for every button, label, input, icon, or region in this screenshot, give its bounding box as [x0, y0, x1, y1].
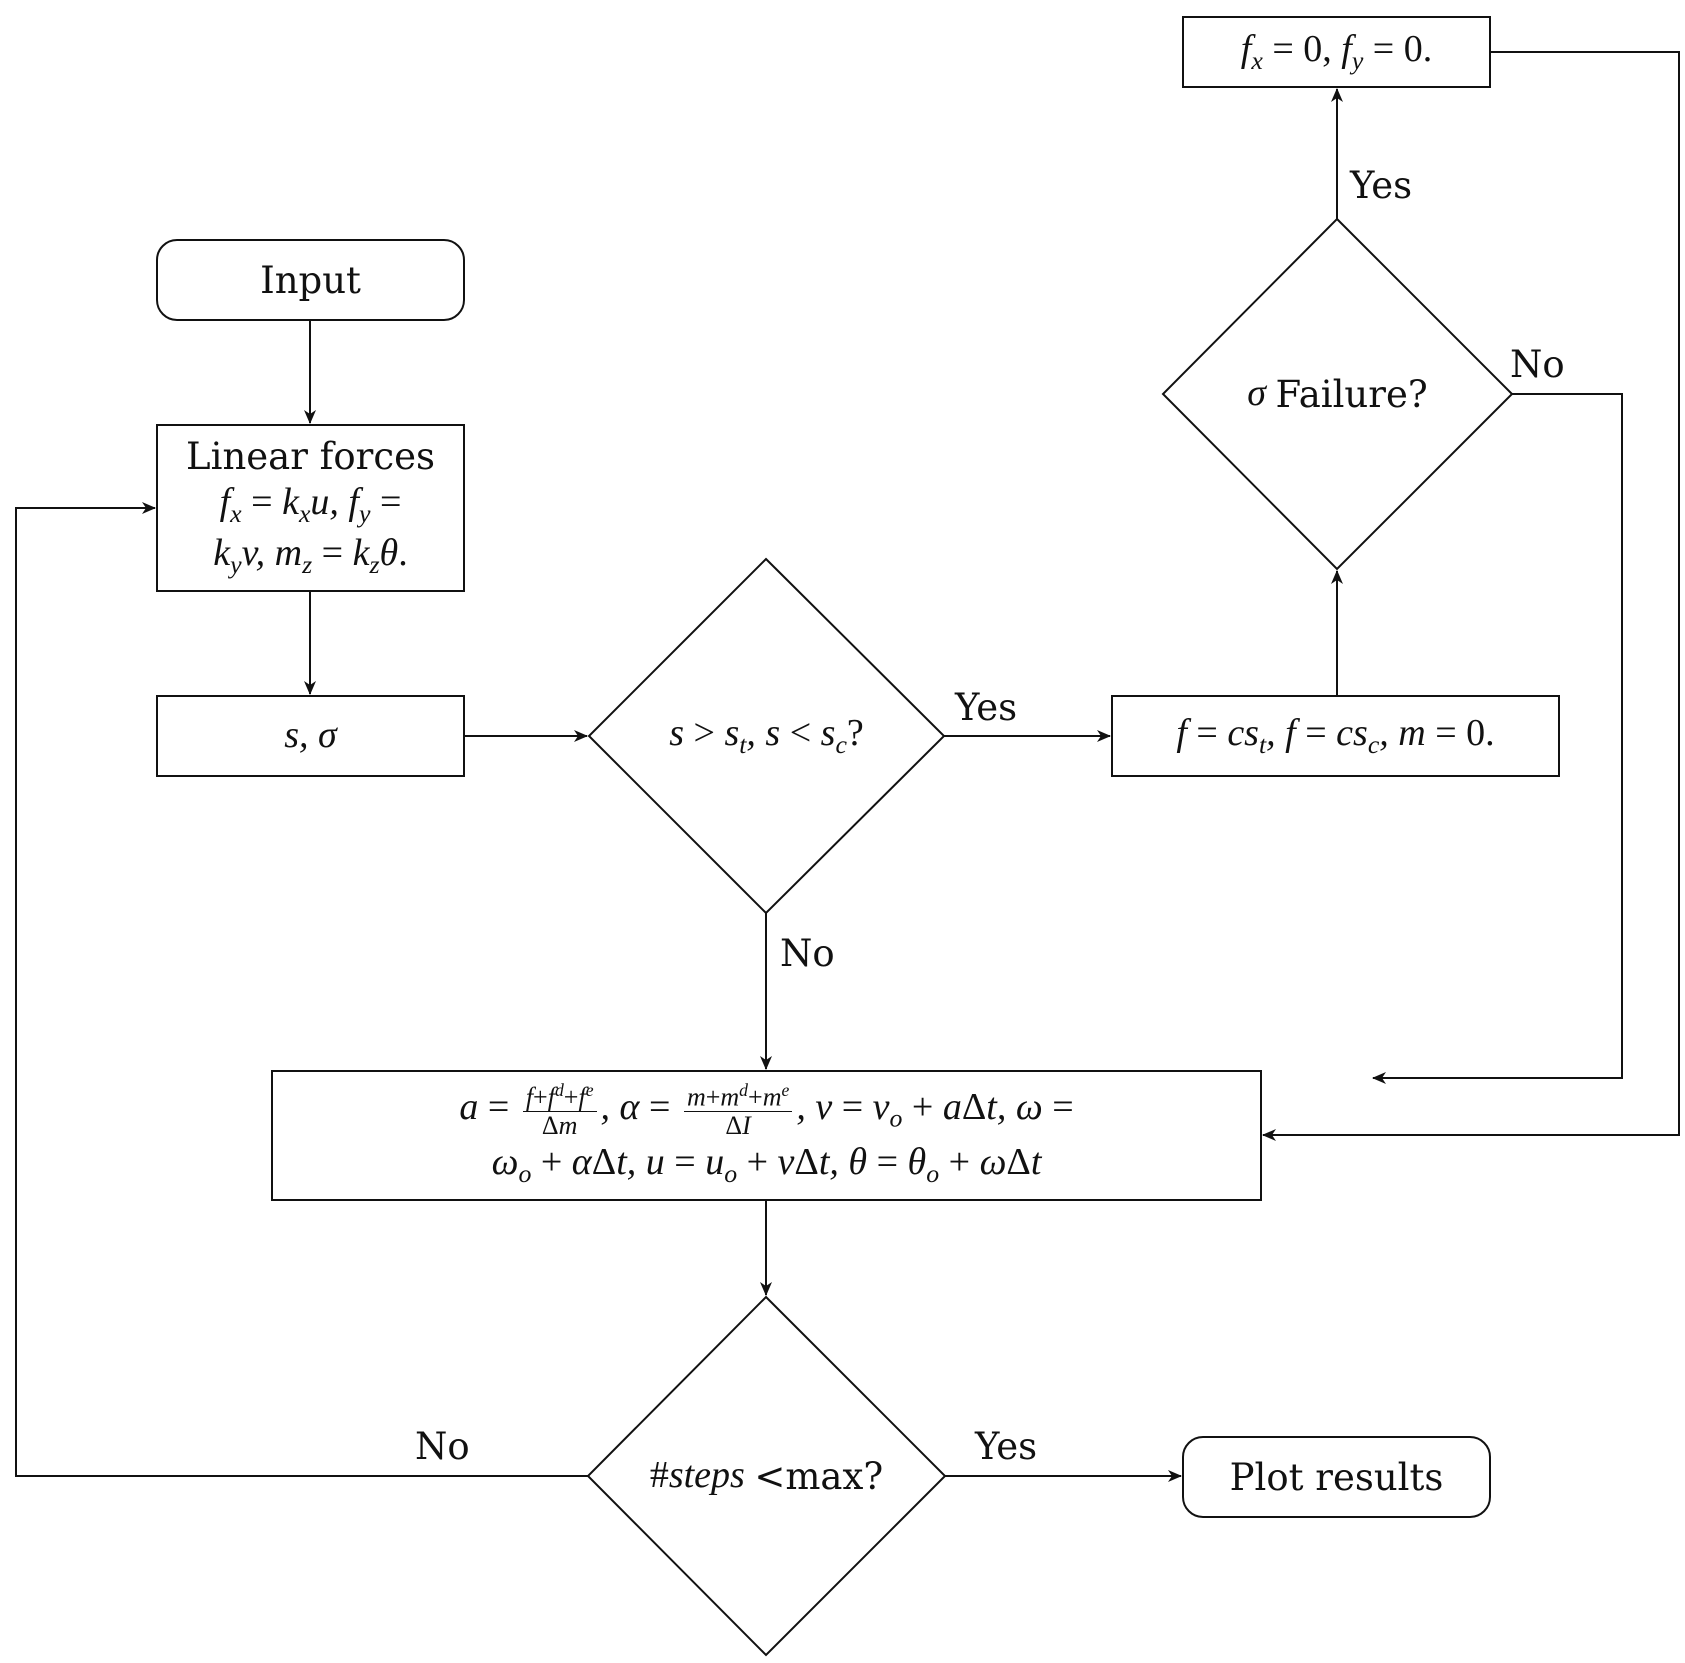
- edge-label-steps-no: No: [415, 1425, 470, 1468]
- edge-label-stress-yes: Yes: [955, 686, 1018, 729]
- plot-results-label: Plot results: [1229, 1455, 1444, 1499]
- edge-label-steps-yes: Yes: [975, 1425, 1038, 1468]
- edge-failure-no: [1372, 393, 1623, 1084]
- failure-check-node: σ Failure?: [1163, 354, 1512, 434]
- edge-steps-no: [15, 502, 588, 1477]
- linear-forces-equation-line2: kyv, mz = kzθ.: [213, 532, 408, 579]
- failure-check-label: Failure?: [1275, 372, 1428, 416]
- linear-forces-node: Linear forces fx = kxu, fy = kyv, mz = k…: [157, 425, 464, 591]
- s-sigma-node: s, σ: [157, 696, 464, 776]
- edge-label-failure-no: No: [1510, 343, 1565, 386]
- steps-check-node: #steps <max?: [588, 1436, 945, 1516]
- linear-forces-equation-line1: fx = kxu, fy =: [219, 481, 402, 528]
- edge-label-stress-no: No: [780, 932, 835, 975]
- tensile-forces-box: [1111, 695, 1560, 777]
- tensile-forces-equation: f = cst, f = csc, m = 0.: [1176, 712, 1495, 760]
- steps-check-label: <max?: [754, 1454, 884, 1498]
- failure-check-diamond: [1161, 217, 1514, 571]
- stress-check-node: s > st, s < sc?: [589, 696, 944, 776]
- s-sigma-label: s, σ: [284, 714, 337, 757]
- input-label: Input: [260, 258, 361, 302]
- tensile-forces-node: f = cst, f = csc, m = 0.: [1112, 696, 1559, 776]
- stress-check-condition: s > st, s < sc?: [669, 712, 864, 760]
- zero-forces-equation: fx = 0, fy = 0.: [1240, 28, 1433, 76]
- plot-results-node: Plot results: [1183, 1437, 1490, 1517]
- input-node: Input: [157, 240, 464, 320]
- steps-check-diamond: [586, 1295, 947, 1657]
- edge-zero-to-update: [1262, 51, 1680, 1141]
- update-equations-line2: ωo + αΔt, u = uo + vΔt, θ = θo + ωΔt: [491, 1141, 1042, 1188]
- sigma-symbol: σ: [1247, 372, 1276, 415]
- plot-results-box: [1182, 1436, 1491, 1518]
- steps-check-variable: #steps: [649, 1454, 755, 1497]
- zero-forces-node: fx = 0, fy = 0.: [1183, 17, 1490, 87]
- edge-label-failure-yes: Yes: [1350, 164, 1413, 207]
- linear-forces-title: Linear forces: [186, 434, 435, 478]
